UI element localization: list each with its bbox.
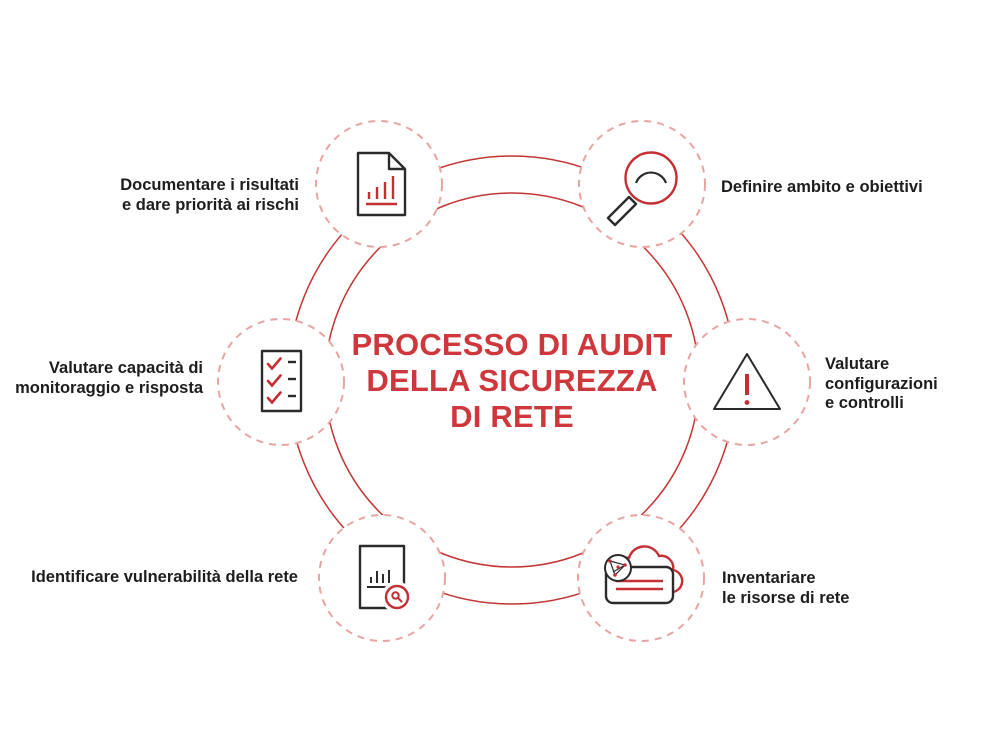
- warning-triangle-icon: [713, 353, 781, 410]
- step-label-line: monitoraggio e risposta: [15, 378, 203, 397]
- magnifier-icon: [606, 151, 678, 227]
- step-label-definire-ambito: Definire ambito e obiettivi: [721, 178, 923, 198]
- step-circle-definire: [578, 120, 706, 248]
- diagram-title-line: DI RETE: [450, 399, 574, 434]
- step-label-documentare-risultati: Documentare i risultati e dare priorità …: [120, 176, 299, 215]
- step-label-inventariare-risorse: Inventariare le risorse di rete: [722, 569, 849, 608]
- cloud-network-icon: [604, 545, 684, 605]
- checklist-icon: [260, 349, 303, 413]
- step-label-line: Identificare vulnerabilità della rete: [31, 568, 298, 586]
- document-chart-icon: [356, 151, 407, 217]
- document-search-icon: [358, 544, 413, 613]
- step-label-valutare-monitoraggio: Valutare capacità di monitoraggio e risp…: [15, 359, 203, 398]
- step-label-valutare-configurazioni: Valutare configurazioni e controlli: [825, 355, 938, 414]
- step-label-line: le risorse di rete: [722, 588, 850, 607]
- diagram-title-line: PROCESSO DI AUDIT: [351, 327, 673, 362]
- step-label-line: configurazioni: [825, 374, 938, 393]
- step-label-line: Valutare: [825, 355, 890, 373]
- diagram-title-line: DELLA SICUREZZA: [366, 363, 658, 398]
- step-label-line: Definire ambito e obiettivi: [721, 178, 923, 196]
- step-label-identificare-vulnerabilita: Identificare vulnerabilità della rete: [31, 568, 298, 588]
- step-label-line: e controlli: [825, 394, 904, 412]
- step-label-line: Documentare i risultati: [120, 176, 299, 194]
- step-label-line: Inventariare: [722, 569, 816, 587]
- step-label-line: Valutare capacità di: [48, 359, 203, 377]
- step-label-line: e dare priorità ai rischi: [122, 195, 299, 214]
- diagram-title: PROCESSO DI AUDIT DELLA SICUREZZA DI RET…: [332, 327, 692, 435]
